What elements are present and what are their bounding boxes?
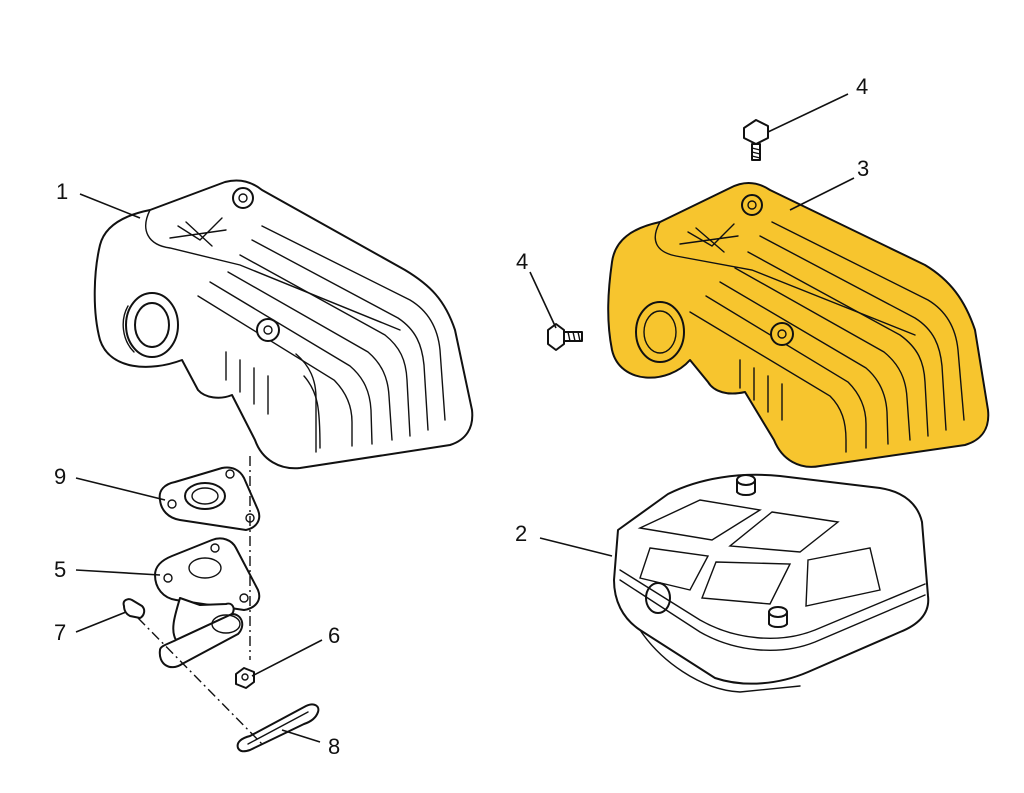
- bolt-part-4-top[interactable]: [743, 119, 769, 161]
- flange-part-5[interactable]: [154, 537, 261, 669]
- callout-6: 6: [328, 623, 340, 648]
- callout-3: 3: [857, 156, 869, 181]
- plug-part-7[interactable]: [122, 598, 146, 619]
- bolt-part-4-left[interactable]: [547, 323, 583, 351]
- callout-2: 2: [515, 521, 527, 546]
- callout-9: 9: [54, 464, 66, 489]
- muffler-body-part-2[interactable]: [613, 473, 930, 693]
- muffler-cover-part-3-highlighted[interactable]: [607, 182, 990, 468]
- callout-5: 5: [54, 557, 66, 582]
- muffler-cover-part-1[interactable]: [93, 179, 474, 470]
- callout-4-top: 4: [856, 74, 868, 99]
- gasket-part-9[interactable]: [158, 466, 261, 531]
- nut-part-6[interactable]: [235, 667, 255, 689]
- callout-7: 7: [54, 620, 66, 645]
- callout-1: 1: [56, 179, 68, 204]
- callout-8: 8: [328, 734, 340, 759]
- spark-arrester-part-8[interactable]: [236, 703, 320, 753]
- callout-4-left: 4: [516, 249, 528, 274]
